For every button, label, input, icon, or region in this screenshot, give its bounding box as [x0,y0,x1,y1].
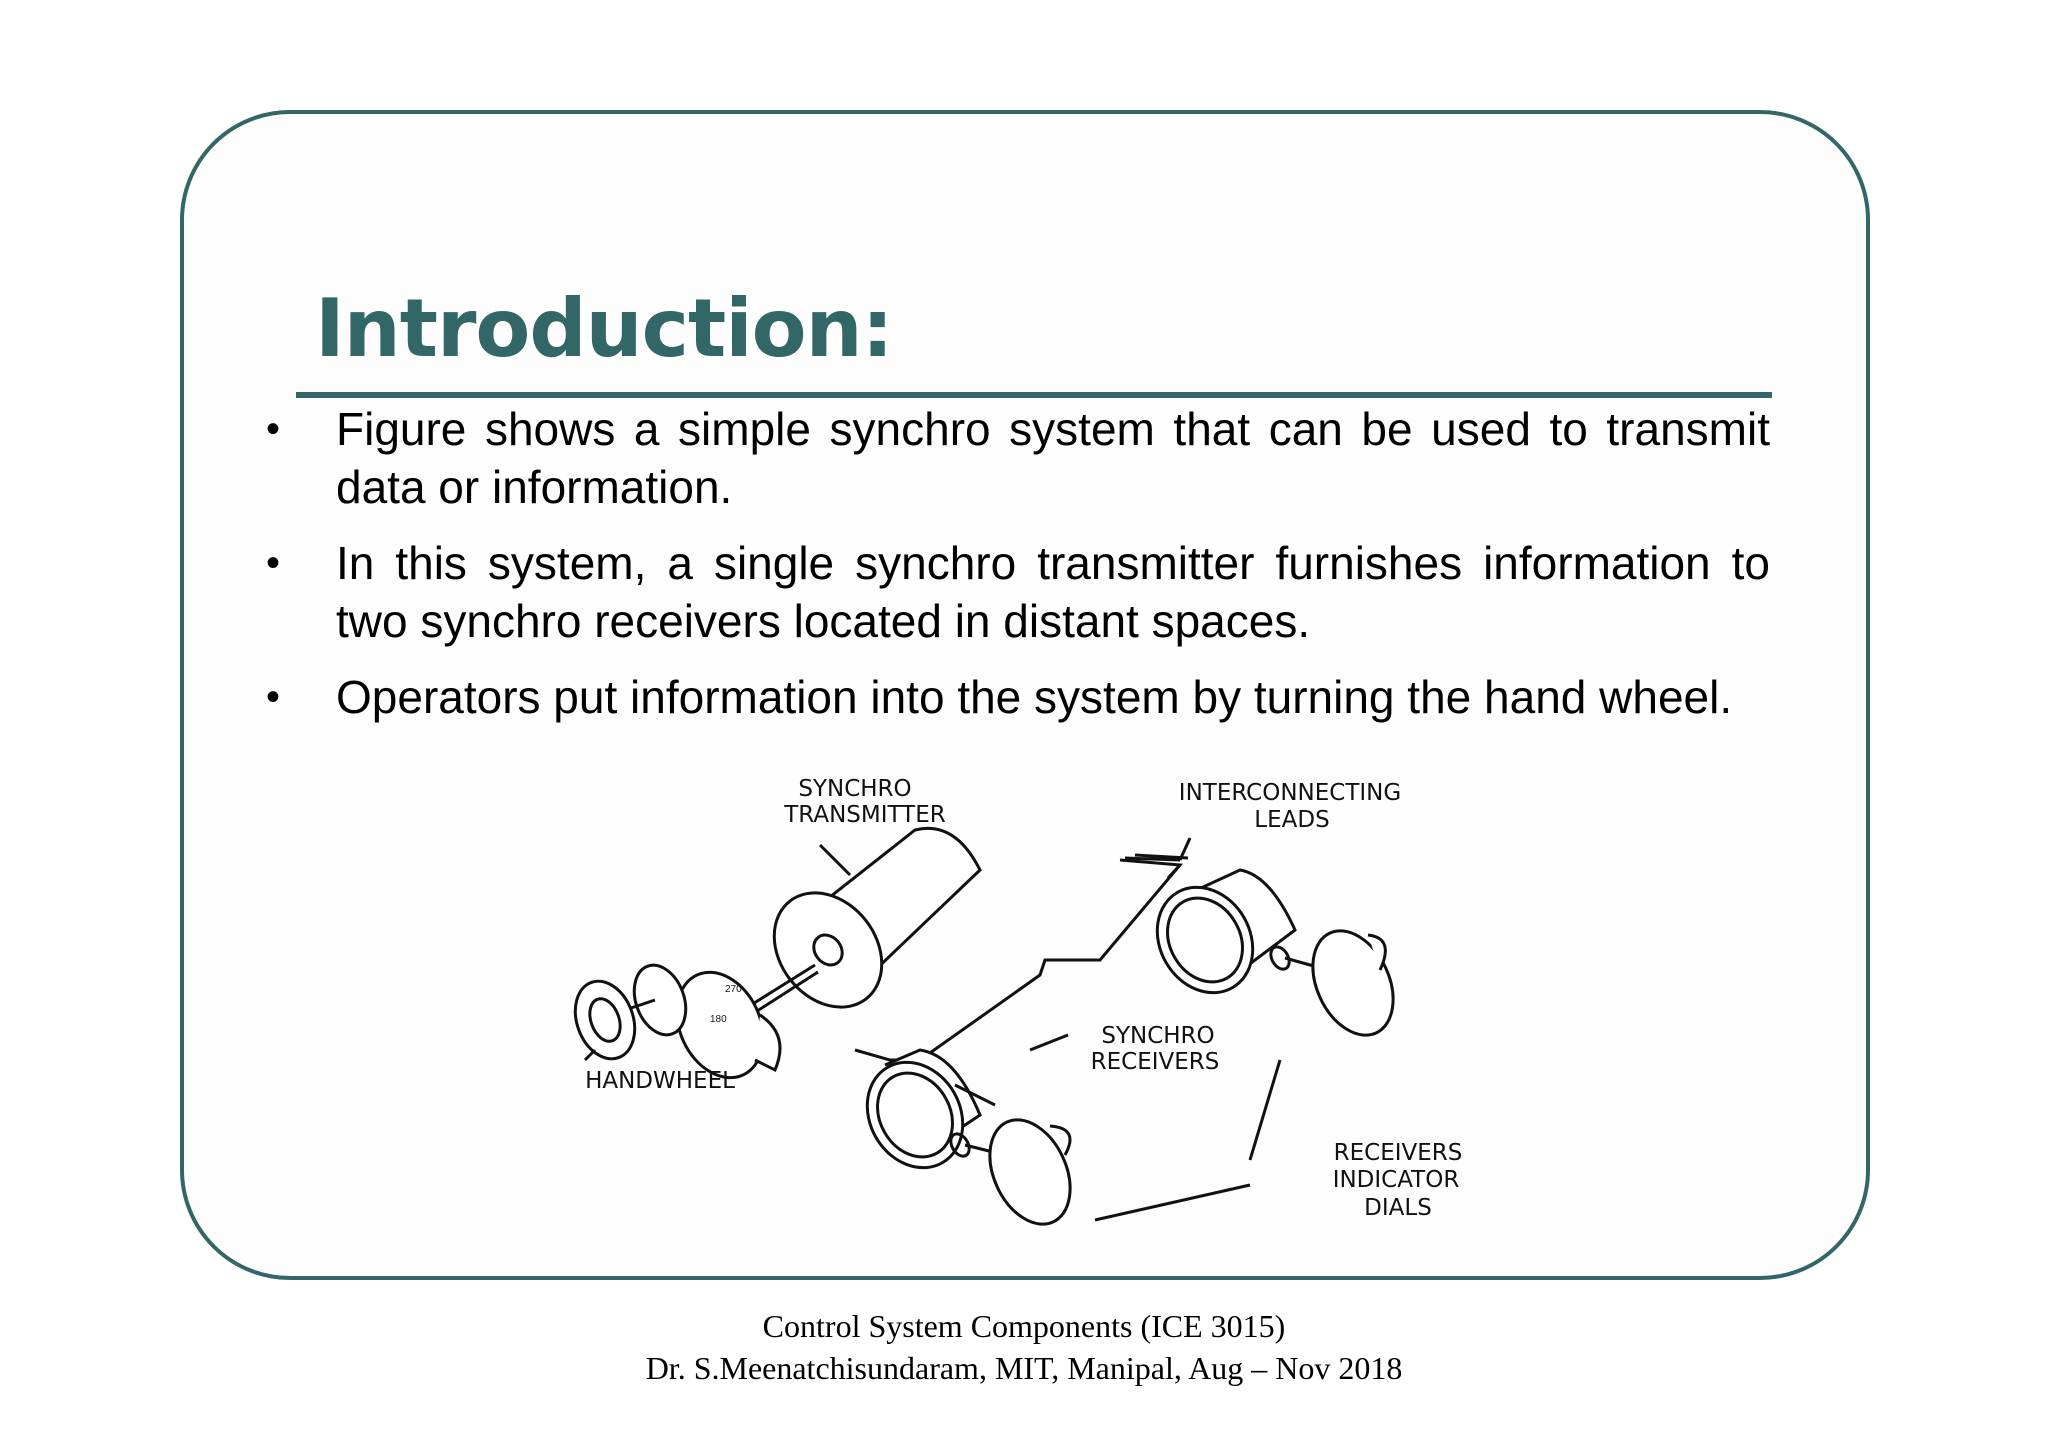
label-interconnecting-leads-2: LEADS [1254,807,1329,833]
footer-author: Dr. S.Meenatchisundaram, MIT, Manipal, A… [645,1350,1403,1386]
label-synchro-transmitter-1: SYNCHRO [798,776,911,802]
bullet-list: • Figure shows a simple synchro system t… [262,400,1770,744]
label-synchro-receivers-1: SYNCHRO [1101,1023,1214,1049]
svg-text:180: 180 [710,1014,727,1025]
synchro-system-diagram: 180 270 [573,776,1463,1226]
slide-frame [180,110,1870,1280]
label-handwheel: HANDWHEEL [585,1068,735,1094]
label-interconnecting-leads-1: INTERCONNECTING [1179,780,1401,806]
bullet-dot-icon: • [266,675,281,719]
bullet-item: • Operators put information into the sys… [262,668,1770,726]
bullet-item: • Figure shows a simple synchro system t… [262,400,1770,516]
svg-text:270: 270 [725,984,742,995]
label-synchro-transmitter-2: TRANSMITTER [783,802,945,828]
synchro-receiver-bottom [865,1048,1072,1226]
footer-course: Control System Components (ICE 3015) [762,1308,1286,1344]
leads-arrow [1124,837,1192,862]
bullet-item: • In this system, a single synchro trans… [262,534,1770,650]
transmitter-dial: 180 270 [675,970,782,1080]
bullet-dot-icon: • [266,407,281,451]
slide-title: Introduction: [315,282,894,375]
handwheel [573,963,688,1062]
synchro-transmitter [772,826,982,1009]
label-receivers-indicator-1: RECEIVERS [1334,1140,1463,1166]
label-receivers-indicator-2: INDICATOR [1333,1167,1460,1193]
label-synchro-receivers-2: RECEIVERS [1091,1049,1220,1075]
bullet-text: In this system, a single synchro transmi… [336,537,1770,647]
transmitter-arrow [818,843,852,877]
label-receivers-indicator-3: DIALS [1364,1195,1432,1221]
synchro-receiver-right [1155,868,1395,1037]
bullet-dot-icon: • [266,541,281,585]
bullet-text: Operators put information into the syste… [336,671,1733,723]
title-underline [296,392,1772,398]
bullet-text: Figure shows a simple synchro system tha… [336,403,1770,513]
